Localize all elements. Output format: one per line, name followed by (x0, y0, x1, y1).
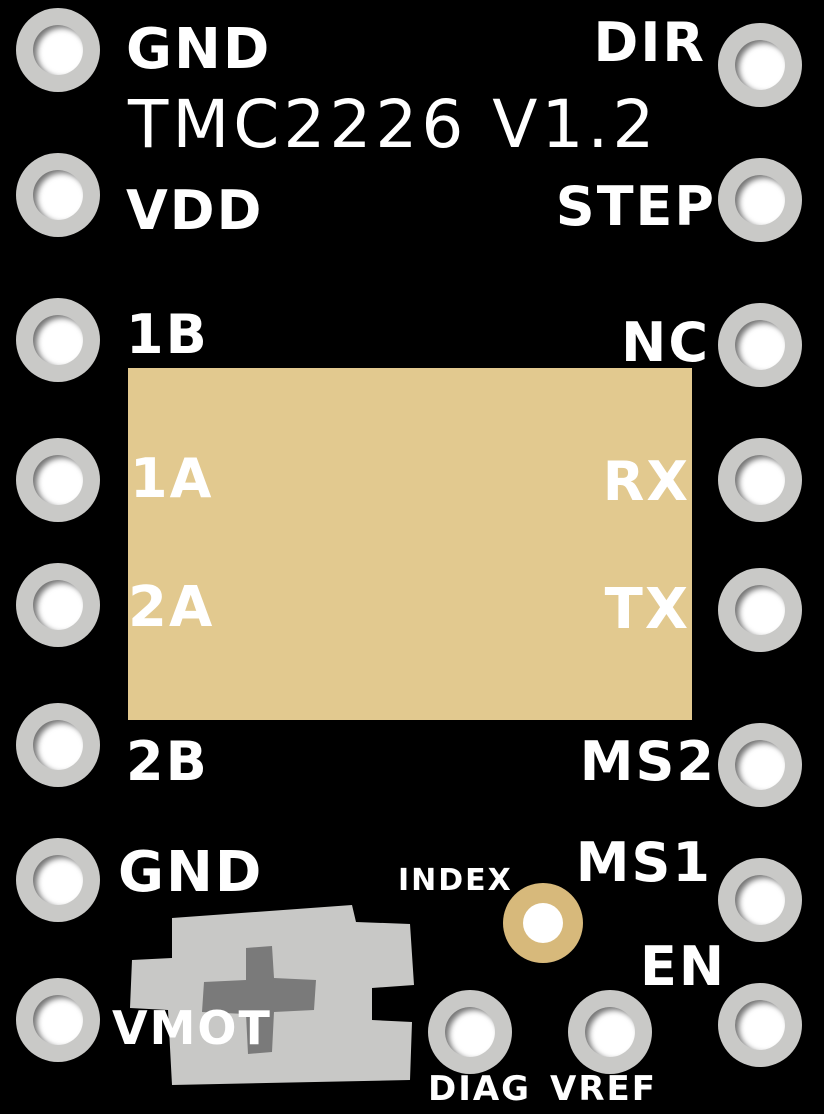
driver-chip (128, 368, 692, 720)
label-left-1a: 1A (130, 447, 214, 510)
label-left-2a: 2A (128, 575, 215, 640)
pin-left-8 (16, 978, 100, 1062)
pin-left-6 (16, 703, 100, 787)
label-right-tx: TX (604, 577, 690, 642)
pin-right-7 (718, 858, 802, 942)
pin-right-1 (718, 23, 802, 107)
potentiometer-cross-icon (202, 946, 316, 1054)
board-title: TMC2226 V1.2 (128, 86, 659, 163)
pin-vref (568, 990, 652, 1074)
pin-right-5 (718, 568, 802, 652)
pin-right-6 (718, 723, 802, 807)
pin-left-1 (16, 8, 100, 92)
label-right-nc: NC (621, 311, 710, 374)
label-right-ms2: MS2 (579, 730, 716, 793)
pin-right-3 (718, 303, 802, 387)
pin-diag (428, 990, 512, 1074)
label-right-en: EN (640, 935, 727, 998)
label-left-gnd: GND (126, 17, 272, 82)
pin-left-7 (16, 838, 100, 922)
pin-left-4 (16, 438, 100, 522)
pin-left-5 (16, 563, 100, 647)
label-left-1b: 1B (126, 303, 209, 366)
label-left-gnd-2: GND (118, 840, 264, 905)
label-right-ms1: MS1 (575, 831, 712, 894)
label-left-vdd: VDD (126, 179, 264, 242)
pin-right-8 (718, 983, 802, 1067)
pin-right-2 (718, 158, 802, 242)
label-vref: VREF (550, 1069, 657, 1109)
label-diag: DIAG (428, 1069, 532, 1109)
label-right-rx: RX (602, 450, 690, 513)
pin-right-4 (718, 438, 802, 522)
index-pad (503, 883, 583, 963)
label-left-2b: 2B (126, 730, 209, 793)
pin-left-2 (16, 153, 100, 237)
label-index: INDEX (398, 863, 513, 898)
pin-left-3 (16, 298, 100, 382)
label-left-vmot: VMOT (112, 1001, 272, 1055)
label-right-step: STEP (555, 175, 716, 238)
label-right-dir: DIR (593, 11, 706, 74)
